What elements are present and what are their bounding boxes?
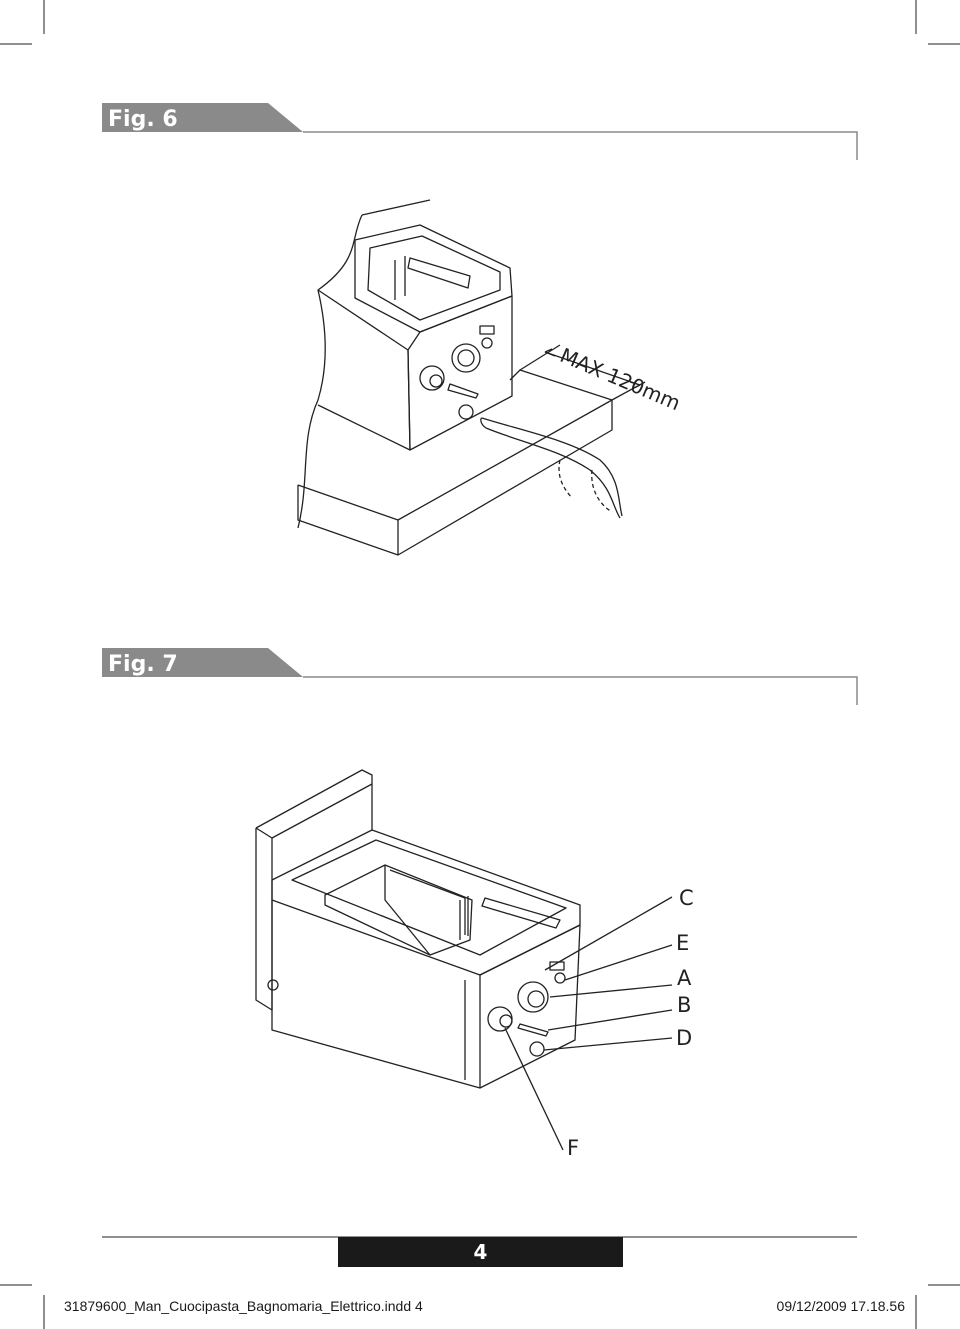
fig6-label: Fig. 6 — [108, 107, 178, 132]
footer-timestamp: 09/12/2009 17.18.56 — [776, 1298, 905, 1314]
callout-d: D — [676, 1026, 693, 1050]
callout-c: C — [679, 886, 694, 910]
callout-e: E — [676, 931, 690, 955]
page-number: 4 — [338, 1237, 623, 1267]
callout-f: F — [567, 1136, 580, 1160]
callout-a: A — [677, 966, 692, 990]
callout-b: B — [677, 993, 692, 1017]
fig7-label: Fig. 7 — [108, 652, 178, 677]
footer-filename: 31879600_Man_Cuocipasta_Bagnomaria_Elett… — [64, 1298, 423, 1314]
